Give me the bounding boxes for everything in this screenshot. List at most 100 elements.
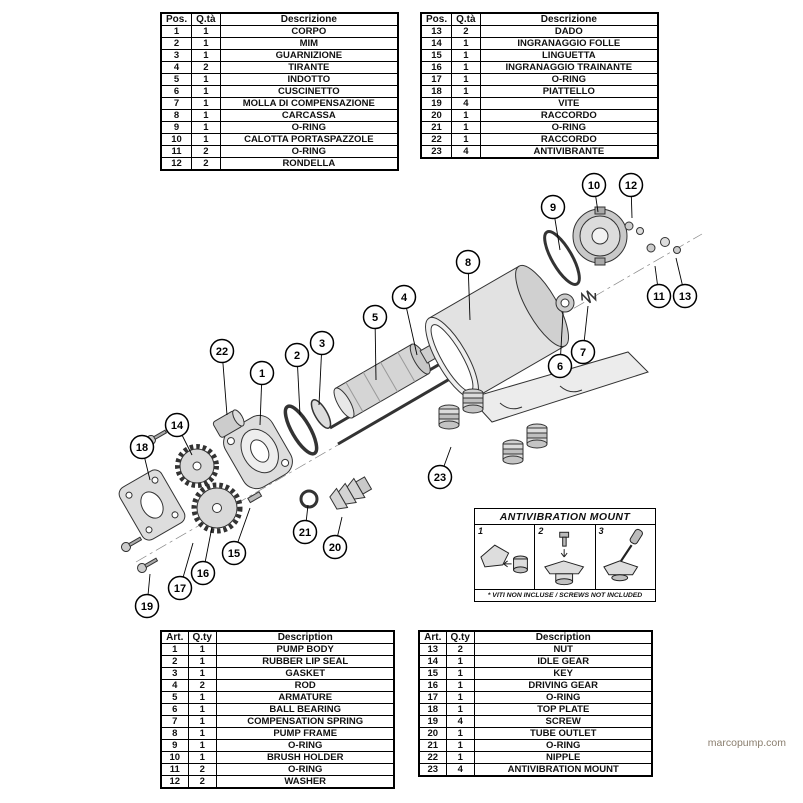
pos-cell: 23 <box>418 763 447 777</box>
pos-cell: 11 <box>160 145 193 158</box>
callout-22: 22 <box>209 338 235 416</box>
qty-cell: 2 <box>445 643 475 656</box>
svg-text:7: 7 <box>580 347 586 359</box>
pos-cell: 21 <box>418 739 447 752</box>
antivibration-mount-inset: ANTIVIBRATION MOUNT 1 2 <box>474 508 656 602</box>
svg-text:22: 22 <box>216 346 228 358</box>
callout-3: 3 <box>309 330 335 406</box>
qty-cell: 1 <box>451 85 481 98</box>
qty-cell: 1 <box>187 703 217 716</box>
description-cell: O-RING <box>219 121 399 134</box>
callout-8: 8 <box>455 249 481 321</box>
pos-cell: 22 <box>420 133 453 146</box>
column-header: Art. <box>418 630 447 644</box>
exploded-view-drawing <box>118 206 703 573</box>
qty-cell: 1 <box>191 133 221 146</box>
pos-cell: 1 <box>160 25 193 38</box>
description-cell: ANTIVIBRATION MOUNT <box>473 763 653 777</box>
qty-cell: 1 <box>451 121 481 134</box>
callout-5: 5 <box>362 304 388 381</box>
pos-cell: 21 <box>420 121 453 134</box>
description-cell: ANTIVIBRANTE <box>479 145 659 159</box>
qty-cell: 1 <box>445 727 475 740</box>
callout-13: 13 <box>672 257 698 309</box>
inset-step-3-number: 3 <box>598 526 604 536</box>
part-driving-gear <box>191 482 243 534</box>
column-header: Description <box>473 630 653 644</box>
inset-panels: 1 2 <box>475 525 655 589</box>
description-cell: CUSCINETTO <box>219 85 399 98</box>
callout-15: 15 <box>221 507 251 566</box>
inset-step-1-number: 1 <box>478 526 484 536</box>
description-cell: IDLE GEAR <box>473 655 653 668</box>
svg-text:3: 3 <box>319 338 325 350</box>
callout-1: 1 <box>249 360 275 426</box>
description-cell: TIRANTE <box>219 61 399 74</box>
description-cell: MIM <box>219 37 399 50</box>
pos-cell: 19 <box>420 97 453 110</box>
column-header: Pos. <box>160 12 193 26</box>
qty-cell: 2 <box>451 25 481 38</box>
description-cell: RONDELLA <box>219 157 399 171</box>
svg-text:10: 10 <box>588 180 600 192</box>
description-cell: PUMP FRAME <box>215 727 395 740</box>
svg-text:6: 6 <box>557 361 563 373</box>
description-cell: CALOTTA PORTASPAZZOLE <box>219 133 399 146</box>
svg-text:11: 11 <box>653 291 665 303</box>
mount-step-1-drawing <box>480 544 528 574</box>
mount-step-2-drawing <box>544 531 585 586</box>
qty-cell: 1 <box>451 133 481 146</box>
svg-text:15: 15 <box>228 548 240 560</box>
pos-cell: 8 <box>160 727 189 740</box>
description-cell: O-RING <box>479 73 659 86</box>
pos-cell: 10 <box>160 751 189 764</box>
column-header: Q.ty <box>187 630 217 644</box>
pos-cell: 11 <box>160 763 189 776</box>
pos-cell: 23 <box>420 145 453 159</box>
description-cell: RACCORDO <box>479 133 659 146</box>
callout-10: 10 <box>581 172 607 213</box>
description-cell: KEY <box>473 667 653 680</box>
part-o-ring-21 <box>299 489 319 509</box>
part-tube-outlet <box>329 476 373 510</box>
description-cell: LINGUETTA <box>479 49 659 62</box>
column-header: Q.tà <box>451 12 481 26</box>
part-top-plate <box>118 469 186 541</box>
description-cell: ROD <box>215 679 395 692</box>
qty-cell: 4 <box>451 145 481 159</box>
pos-cell: 12 <box>160 775 189 789</box>
description-cell: O-RING <box>215 763 395 776</box>
pos-cell: 16 <box>418 679 447 692</box>
callout-23: 23 <box>427 446 453 490</box>
part-small-hardware <box>624 221 681 254</box>
pos-cell: 5 <box>160 73 193 86</box>
svg-text:9: 9 <box>550 202 556 214</box>
description-cell: VITE <box>479 97 659 110</box>
callout-17: 17 <box>167 542 194 601</box>
svg-text:5: 5 <box>372 312 378 324</box>
description-cell: INGRANAGGIO FOLLE <box>479 37 659 50</box>
